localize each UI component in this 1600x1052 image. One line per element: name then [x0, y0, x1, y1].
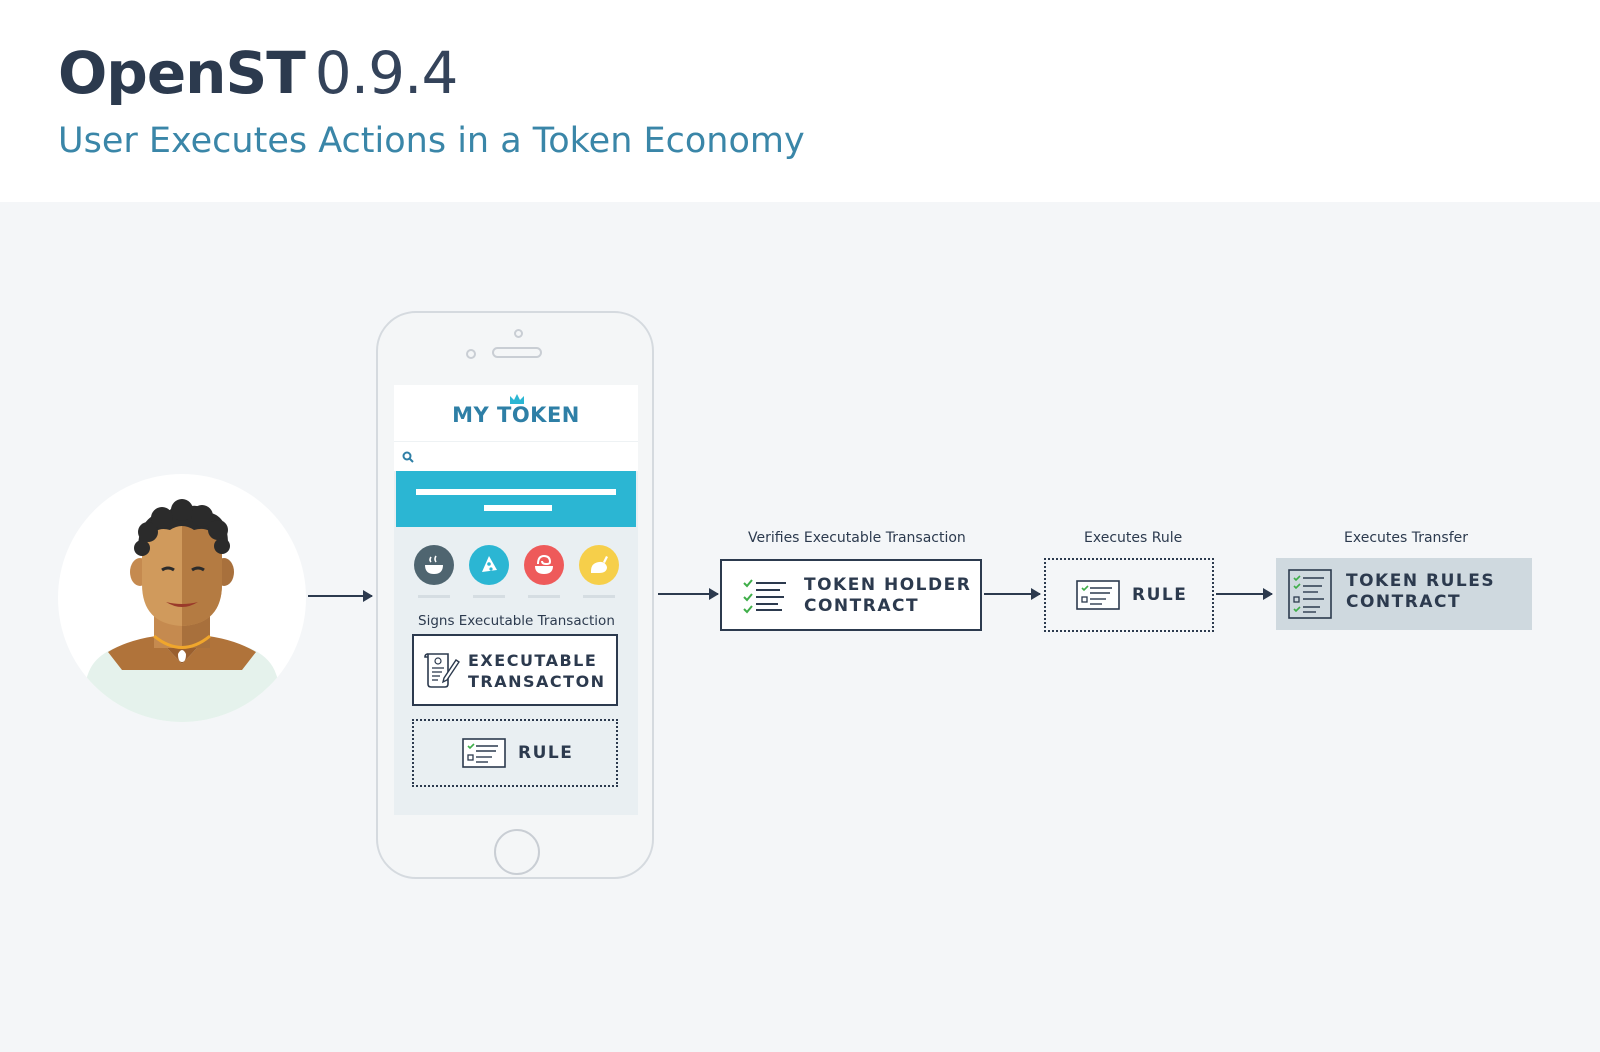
verifies-label: Verifies Executable Transaction — [748, 530, 966, 546]
app-logo: MY TOKEN — [452, 403, 580, 427]
arrow-phone-to-holder — [658, 588, 719, 600]
checklist-document-icon — [1288, 569, 1332, 619]
token-holder-contract-box[interactable]: TOKEN HOLDER CONTRACT — [720, 559, 982, 631]
phone-mockup: MY TOKEN — [376, 311, 654, 879]
bowl-icon — [425, 555, 443, 574]
arrow-rule-to-rules — [1216, 588, 1273, 600]
title-version: 0.9.4 — [314, 39, 459, 107]
rule-document-icon — [1076, 580, 1120, 610]
rule-text: RULE — [1132, 585, 1188, 605]
rule-document-icon — [462, 738, 506, 768]
executable-transaction-box[interactable]: EXECUTABLE TRANSACTON — [412, 634, 618, 706]
app-header: MY TOKEN — [394, 385, 638, 441]
signs-label: Signs Executable Transaction — [418, 613, 615, 629]
app-banner — [396, 471, 636, 527]
token-holder-contract-text: TOKEN HOLDER CONTRACT — [804, 575, 972, 616]
phone-home-button — [494, 829, 540, 875]
phone-sensor — [514, 329, 523, 338]
scroll-pen-icon — [424, 653, 460, 688]
phone-rule-text: RULE — [518, 743, 574, 763]
category-noodles[interactable] — [524, 545, 564, 585]
checklist-icon — [743, 579, 786, 614]
category-chicken[interactable] — [579, 545, 619, 585]
phone-speaker — [492, 347, 542, 358]
phone-screen: MY TOKEN — [394, 385, 638, 815]
executes-rule-label: Executes Rule — [1084, 530, 1183, 546]
category-pizza[interactable] — [469, 545, 509, 585]
page-subtitle: User Executes Actions in a Token Economy — [58, 121, 805, 161]
phone-camera — [466, 349, 476, 359]
arrow-user-to-phone — [308, 590, 373, 602]
phone-rule-box[interactable]: RULE — [412, 719, 618, 787]
pizza-icon — [482, 556, 497, 572]
category-bowl[interactable] — [414, 545, 454, 585]
executable-transaction-text: EXECUTABLE TRANSACTON — [468, 651, 606, 691]
user-avatar — [58, 474, 306, 722]
token-rules-contract-text: TOKEN RULES CONTRACT — [1346, 571, 1496, 612]
title-name: OpenST — [58, 39, 306, 107]
crown-icon — [510, 394, 524, 404]
search-icon — [402, 451, 414, 463]
person-icon — [70, 499, 294, 722]
chicken-icon — [591, 556, 608, 573]
arrow-holder-to-rule — [984, 588, 1041, 600]
token-rules-contract-box[interactable]: TOKEN RULES CONTRACT — [1276, 558, 1532, 630]
noodles-icon — [535, 554, 553, 574]
executes-transfer-label: Executes Transfer — [1344, 530, 1469, 546]
rule-box[interactable]: RULE — [1044, 558, 1214, 632]
app-search-bar[interactable] — [394, 441, 638, 471]
